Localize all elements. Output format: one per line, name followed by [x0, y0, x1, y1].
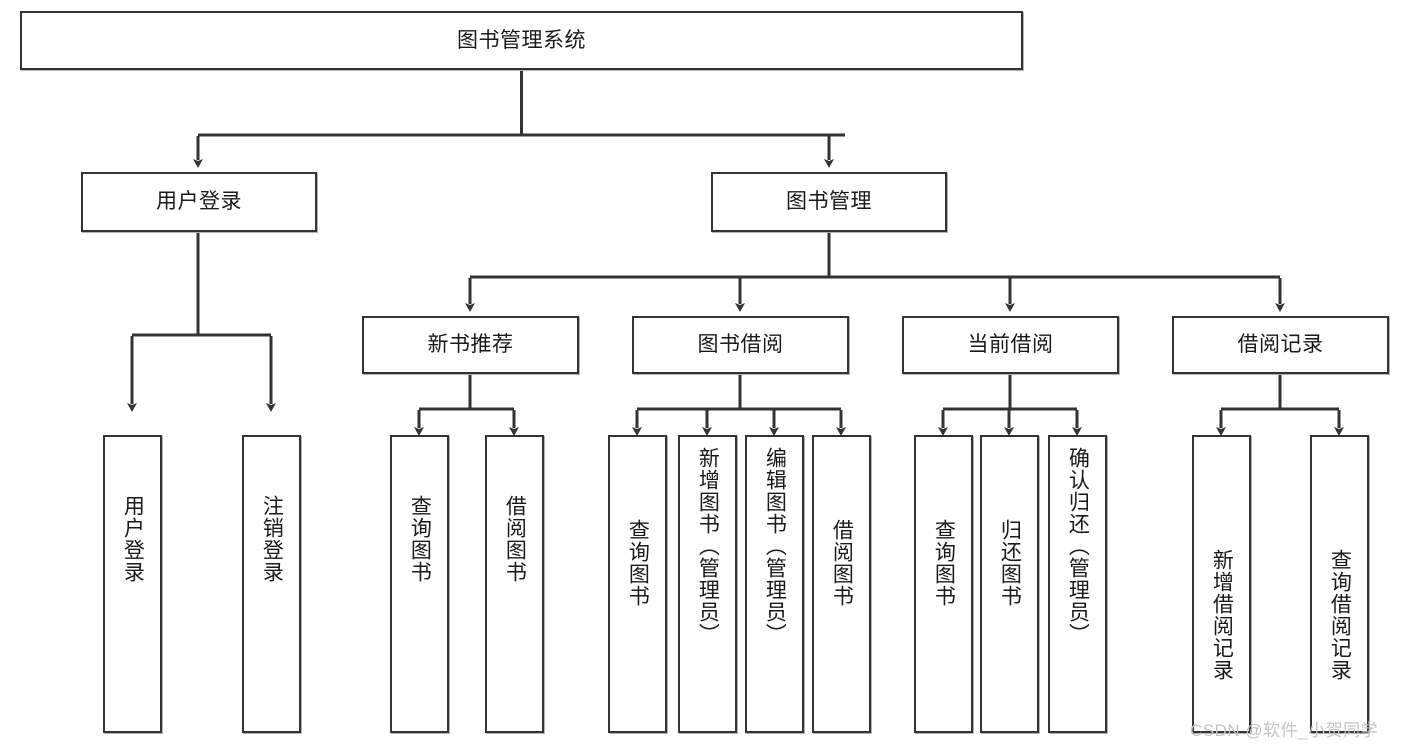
node-leaf-add-book-admin[interactable]: 新增图书（管理员）: [678, 435, 737, 733]
node-level3-book-borrow[interactable]: 图书借阅: [632, 316, 849, 374]
node-leaf-logout[interactable]: 注销登录: [242, 435, 301, 733]
node-label: 新增借阅记录: [1210, 549, 1234, 681]
node-label: 查询图书: [408, 495, 432, 583]
node-leaf-borrow-book-recommend[interactable]: 借阅图书: [485, 435, 544, 733]
node-leaf-confirm-return-admin[interactable]: 确认归还（管理员）: [1048, 435, 1107, 733]
node-level3-new-book-recommend[interactable]: 新书推荐: [362, 316, 579, 374]
node-level2-book-management[interactable]: 图书管理: [711, 172, 947, 232]
node-label: 归还图书: [998, 519, 1022, 607]
node-level3-borrow-record[interactable]: 借阅记录: [1172, 316, 1389, 374]
node-label: 查询图书: [932, 519, 956, 607]
node-label: 用户登录: [156, 190, 242, 214]
node-level3-current-borrow[interactable]: 当前借阅: [902, 316, 1119, 374]
node-leaf-user-login[interactable]: 用户登录: [103, 435, 162, 733]
node-leaf-add-borrow-record[interactable]: 新增借阅记录: [1192, 435, 1251, 733]
node-label: 编辑图书（管理员）: [763, 447, 787, 645]
node-leaf-query-borrow-record[interactable]: 查询借阅记录: [1310, 435, 1369, 733]
node-leaf-borrow-book[interactable]: 借阅图书: [812, 435, 871, 733]
node-leaf-query-book-recommend[interactable]: 查询图书: [390, 435, 449, 733]
node-label: 图书借阅: [697, 333, 784, 357]
node-label: 借阅图书: [830, 519, 854, 607]
node-label: 新增图书（管理员）: [696, 447, 720, 645]
node-label: 图书管理: [786, 190, 872, 214]
node-label: 借阅图书: [503, 495, 527, 583]
node-label: 当前借阅: [967, 333, 1054, 357]
node-leaf-query-book-current[interactable]: 查询图书: [914, 435, 973, 733]
node-leaf-edit-book-admin[interactable]: 编辑图书（管理员）: [745, 435, 804, 733]
node-label: 用户登录: [121, 495, 145, 583]
node-label: 图书管理系统: [457, 28, 586, 52]
node-label: 确认归还（管理员）: [1066, 447, 1090, 645]
node-leaf-query-book-borrow[interactable]: 查询图书: [608, 435, 667, 733]
node-level2-user-login[interactable]: 用户登录: [81, 172, 317, 232]
node-label: 注销登录: [260, 495, 284, 583]
node-label: 查询图书: [626, 519, 650, 607]
node-label: 借阅记录: [1237, 333, 1324, 357]
watermark-text: CSDN @软件_小贺同学: [1190, 721, 1379, 740]
node-label: 新书推荐: [427, 333, 514, 357]
node-label: 查询借阅记录: [1328, 549, 1352, 681]
node-leaf-return-book[interactable]: 归还图书: [980, 435, 1039, 733]
node-root-图书管理系统[interactable]: 图书管理系统: [20, 11, 1023, 70]
